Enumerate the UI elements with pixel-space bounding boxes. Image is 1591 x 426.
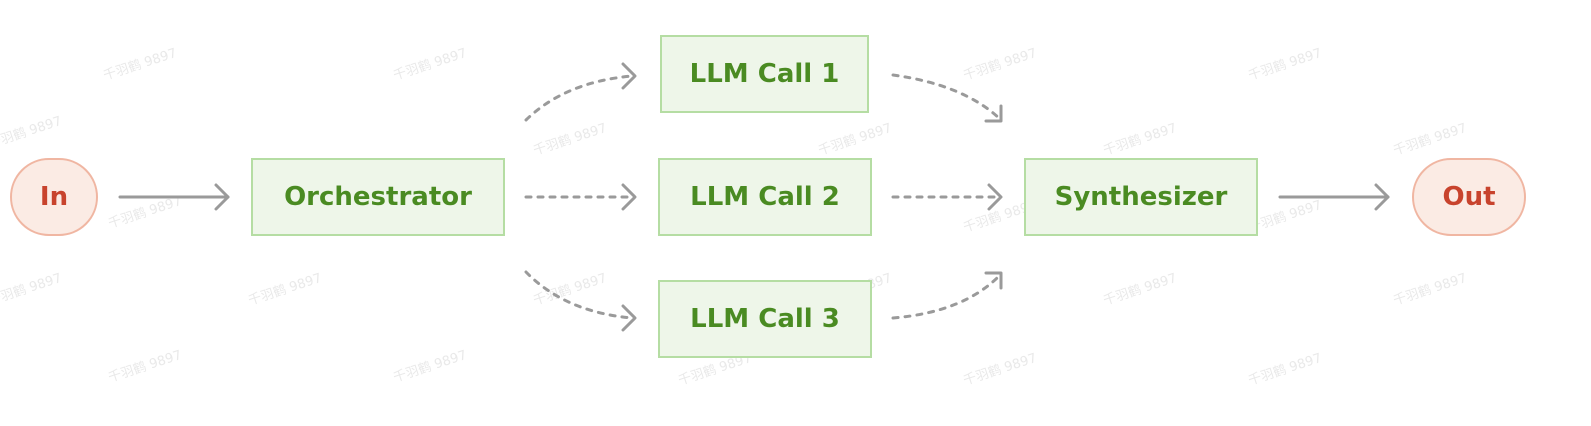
watermark-text: 千羽鹤 9897 xyxy=(1101,270,1178,309)
llm-call-2-node: LLM Call 2 xyxy=(658,158,872,236)
watermark-text: 千羽鹤 9897 xyxy=(391,347,468,386)
output-node-label: Out xyxy=(1442,182,1496,212)
watermark-text: 千羽鹤 9897 xyxy=(101,45,178,84)
synthesizer-node-label: Synthesizer xyxy=(1054,182,1228,212)
arrowhead-llm-call-3 xyxy=(621,304,637,332)
llm-call-3-label: LLM Call 3 xyxy=(690,304,840,334)
llm-call-3-node: LLM Call 3 xyxy=(658,280,872,358)
output-node: Out xyxy=(1412,158,1526,236)
input-node: In xyxy=(10,158,98,236)
watermark-text: 千羽鹤 9897 xyxy=(961,45,1038,84)
edge-llm-call-3-to-synthesizer xyxy=(891,272,1003,320)
edge-orchestrator-to-llm-call-1 xyxy=(524,74,634,122)
llm-call-1-node: LLM Call 1 xyxy=(660,35,869,113)
watermark-text: 千羽鹤 9897 xyxy=(1246,45,1323,84)
watermark-text: 千羽鹤 9897 xyxy=(1101,120,1178,159)
synthesizer-node: Synthesizer xyxy=(1024,158,1258,236)
watermark-text: 千羽鹤 9897 xyxy=(106,193,183,232)
watermark-text: 千羽鹤 9897 xyxy=(1391,120,1468,159)
watermark-text: 千羽鹤 9897 xyxy=(106,347,183,386)
watermark-text: 千羽鹤 9897 xyxy=(0,113,64,152)
arrowhead-orchestrator xyxy=(214,183,230,211)
llm-call-2-label: LLM Call 2 xyxy=(690,182,840,212)
arrowhead-synthesizer-top xyxy=(984,104,1003,123)
arrowhead-synthesizer-bottom xyxy=(984,271,1003,290)
watermark-text: 千羽鹤 9897 xyxy=(1246,350,1323,389)
arrowhead-synthesizer-middle xyxy=(987,183,1003,211)
edge-orchestrator-to-llm-call-3 xyxy=(524,270,634,320)
input-node-label: In xyxy=(39,182,69,212)
watermark-text: 千羽鹤 9897 xyxy=(0,270,64,309)
watermark-text: 千羽鹤 9897 xyxy=(961,350,1038,389)
watermark-text: 千羽鹤 9897 xyxy=(531,120,608,159)
edge-llm-call-1-to-synthesizer xyxy=(891,73,1003,122)
orchestrator-node-label: Orchestrator xyxy=(284,182,472,212)
arrowhead-llm-call-2 xyxy=(621,183,637,211)
watermark-text: 千羽鹤 9897 xyxy=(1391,270,1468,309)
llm-call-1-label: LLM Call 1 xyxy=(689,59,840,89)
watermark-text: 千羽鹤 9897 xyxy=(816,120,893,159)
arrowhead-out xyxy=(1374,183,1390,211)
orchestrator-node: Orchestrator xyxy=(251,158,505,236)
watermark-text: 千羽鹤 9897 xyxy=(391,45,468,84)
watermark-text: 千羽鹤 9897 xyxy=(246,270,323,309)
arrowhead-llm-call-1 xyxy=(621,62,637,90)
